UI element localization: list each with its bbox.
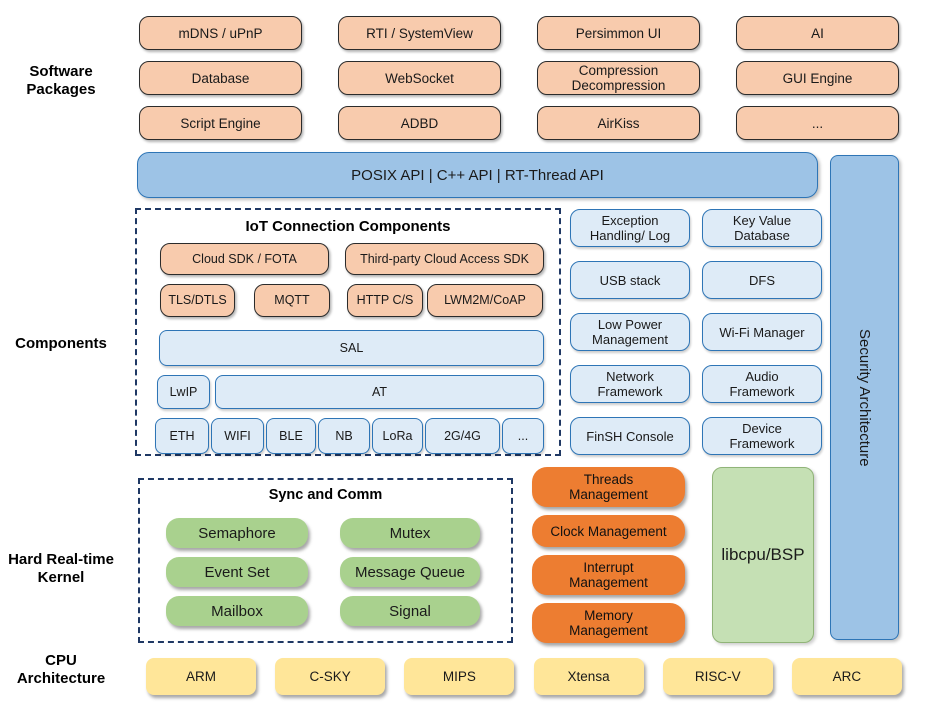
- package-gui-engine: GUI Engine: [736, 61, 899, 95]
- kernel-interrupt-management: Interrupt Management: [532, 555, 685, 595]
- iot-link-wifi: WIFI: [211, 418, 264, 454]
- label-software-line1: Software: [29, 63, 93, 80]
- kernel-management-column: Threads Management Clock Management Inte…: [532, 467, 685, 643]
- package-adbd: ADBD: [338, 106, 501, 140]
- iot-mqtt: MQTT: [254, 284, 330, 317]
- label-cpu-architecture: CPU Architecture: [7, 652, 115, 688]
- iot-link-ble: BLE: [266, 418, 316, 454]
- iot-tls-dtls: TLS/DTLS: [160, 284, 235, 317]
- cpu-xtensa: Xtensa: [533, 658, 644, 695]
- kernel-event-set: Event Set: [166, 557, 308, 587]
- kernel-mutex: Mutex: [340, 518, 480, 548]
- iot-link-2g4g: 2G/4G: [425, 418, 500, 454]
- label-kernel-line1: Hard Real-time: [8, 551, 114, 568]
- cpu-mips: MIPS: [404, 658, 515, 695]
- iot-link-eth: ETH: [155, 418, 209, 454]
- label-cpu-line2: Architecture: [16, 670, 106, 687]
- label-software-packages: Software Packages: [7, 63, 115, 99]
- component-dfs: DFS: [702, 261, 822, 299]
- component-key-value-database: Key Value Database: [702, 209, 822, 247]
- label-kernel: Hard Real-time Kernel: [7, 551, 115, 587]
- sync-and-comm-grid: Semaphore Mutex Event Set Message Queue …: [166, 518, 480, 626]
- component-low-power-management: Low Power Management: [570, 313, 690, 351]
- iot-lwip: LwIP: [157, 375, 210, 409]
- kernel-memory-management: Memory Management: [532, 603, 685, 643]
- iot-connection-components-box: IoT Connection Components Cloud SDK / FO…: [135, 208, 561, 456]
- package-compression-decompression: Compression Decompression: [537, 61, 700, 95]
- component-device-framework: Device Framework: [702, 417, 822, 455]
- sync-and-comm-title: Sync and Comm: [268, 487, 383, 503]
- cpu-c-sky: C-SKY: [275, 658, 386, 695]
- iot-link-nb: NB: [318, 418, 370, 454]
- iot-cloud-sdk-fota: Cloud SDK / FOTA: [160, 243, 329, 275]
- iot-third-party-cloud-sdk: Third-party Cloud Access SDK: [345, 243, 544, 275]
- cpu-risc-v: RISC-V: [662, 658, 773, 695]
- component-audio-framework: Audio Framework: [702, 365, 822, 403]
- kernel-signal: Signal: [340, 596, 480, 626]
- package-script-engine: Script Engine: [139, 106, 302, 140]
- cpu-arc: ARC: [791, 658, 902, 695]
- component-finsh-console: FinSH Console: [570, 417, 690, 455]
- package-airkiss: AirKiss: [537, 106, 700, 140]
- sync-and-comm-box: Sync and Comm Semaphore Mutex Event Set …: [138, 478, 513, 643]
- component-wifi-manager: Wi-Fi Manager: [702, 313, 822, 351]
- component-exception-handling-log: Exception Handling/ Log: [570, 209, 690, 247]
- iot-link-lora: LoRa: [372, 418, 423, 454]
- component-network-framework: Network Framework: [570, 365, 690, 403]
- kernel-mailbox: Mailbox: [166, 596, 308, 626]
- package-ai: AI: [736, 16, 899, 50]
- package-ellipsis: ...: [736, 106, 899, 140]
- libcpu-bsp-box: libcpu/BSP: [712, 467, 814, 643]
- label-cpu-line1: CPU: [45, 652, 77, 669]
- software-packages-grid: mDNS / uPnP RTI / SystemView Persimmon U…: [139, 16, 899, 140]
- kernel-threads-management: Threads Management: [532, 467, 685, 507]
- components-grid: Exception Handling/ Log Key Value Databa…: [570, 209, 822, 455]
- cpu-architecture-row: ARM C-SKY MIPS Xtensa RISC-V ARC: [146, 658, 902, 695]
- component-usb-stack: USB stack: [570, 261, 690, 299]
- package-database: Database: [139, 61, 302, 95]
- package-persimmon-ui: Persimmon UI: [537, 16, 700, 50]
- security-architecture-bar: Security Architecture: [830, 155, 899, 640]
- package-websocket: WebSocket: [338, 61, 501, 95]
- label-components: Components: [7, 335, 115, 353]
- label-components-text: Components: [15, 335, 107, 352]
- iot-sal-layer: SAL: [159, 330, 544, 366]
- iot-box-title: IoT Connection Components: [245, 218, 451, 235]
- label-software-line2: Packages: [26, 81, 96, 98]
- iot-at: AT: [215, 375, 544, 409]
- kernel-message-queue: Message Queue: [340, 557, 480, 587]
- security-architecture-label: Security Architecture: [856, 328, 873, 467]
- package-rti-systemview: RTI / SystemView: [338, 16, 501, 50]
- iot-link-ellipsis: ...: [502, 418, 544, 454]
- kernel-semaphore: Semaphore: [166, 518, 308, 548]
- iot-http-cs: HTTP C/S: [347, 284, 423, 317]
- iot-lwm2m-coap: LWM2M/CoAP: [427, 284, 543, 317]
- cpu-arm: ARM: [146, 658, 256, 695]
- api-layer-bar: POSIX API | C++ API | RT-Thread API: [137, 152, 818, 198]
- kernel-clock-management: Clock Management: [532, 515, 685, 547]
- package-mdns-upnp: mDNS / uPnP: [139, 16, 302, 50]
- label-kernel-line2: Kernel: [37, 569, 85, 586]
